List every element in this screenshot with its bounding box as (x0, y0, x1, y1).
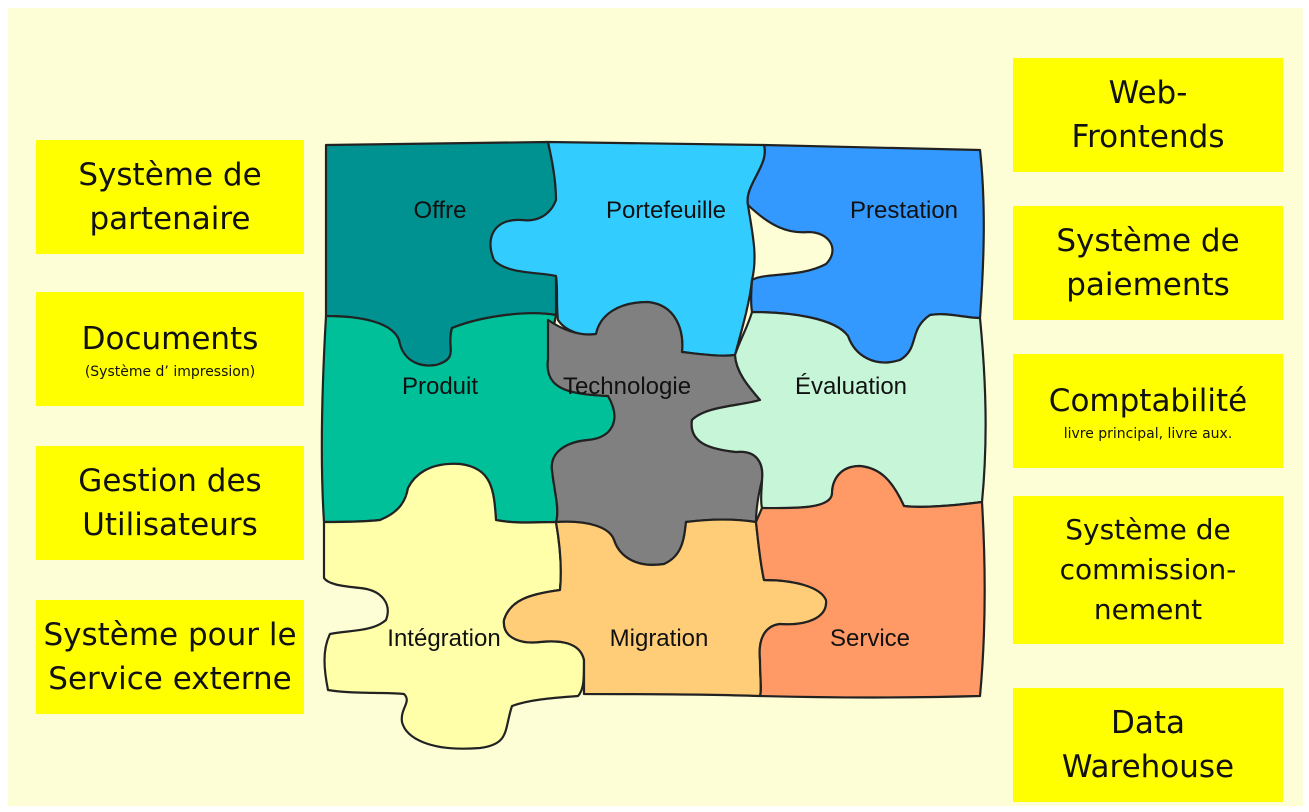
box-subline: (Système d’ impression) (84, 363, 256, 380)
label-offre: Offre (414, 197, 467, 224)
puzzle-piece-service (754, 464, 986, 699)
box-line: Data (1110, 704, 1186, 741)
label-service: Service (830, 625, 910, 652)
box-service-externe: Système pour le Service externe (36, 600, 304, 714)
box-line: Système de (1056, 222, 1240, 259)
box-line: Système pour le (43, 616, 297, 653)
box-line: commission- (1059, 553, 1237, 587)
box-subline: livre principal, livre aux. (1063, 425, 1233, 442)
puzzle-piece-technologie (546, 300, 764, 566)
box-line: Documents (81, 320, 259, 357)
box-line: Frontends (1071, 119, 1225, 155)
label-portefeuille: Portefeuille (606, 197, 726, 224)
label-technologie: Technologie (563, 373, 691, 400)
box-documents: Documents (Système d’ impression) (36, 292, 304, 406)
box-comptabilite: Comptabilité livre principal, livre aux. (1013, 354, 1283, 468)
label-integration: Intégration (387, 625, 500, 652)
box-line: Utilisateurs (82, 507, 258, 543)
label-evaluation: Évaluation (795, 373, 907, 400)
box-commissionnement: Système de commission- nement (1013, 496, 1283, 644)
box-systeme-de-partenaire: Système de partenaire (36, 140, 304, 254)
box-line: Service externe (48, 661, 292, 697)
puzzle-piece-integration (322, 462, 586, 750)
box-line: Comptabilité (1048, 382, 1248, 419)
label-prestation: Prestation (850, 197, 958, 224)
box-line: nement (1093, 592, 1203, 626)
box-line: Système de (1065, 513, 1231, 547)
box-gestion-des-utilisateurs: Gestion des Utilisateurs (36, 446, 304, 560)
box-data-warehouse: Data Warehouse (1013, 688, 1283, 802)
box-systeme-de-paiements: Système de paiements (1013, 206, 1283, 320)
box-line: Gestion des (78, 462, 262, 499)
box-line: Web- (1108, 74, 1188, 111)
box-web-frontends: Web- Frontends (1013, 58, 1283, 172)
box-line: Système de (78, 156, 262, 193)
box-line: partenaire (89, 201, 251, 237)
label-produit: Produit (402, 373, 478, 400)
box-line: Warehouse (1061, 749, 1235, 785)
label-migration: Migration (610, 625, 709, 652)
box-line: paiements (1066, 267, 1230, 303)
